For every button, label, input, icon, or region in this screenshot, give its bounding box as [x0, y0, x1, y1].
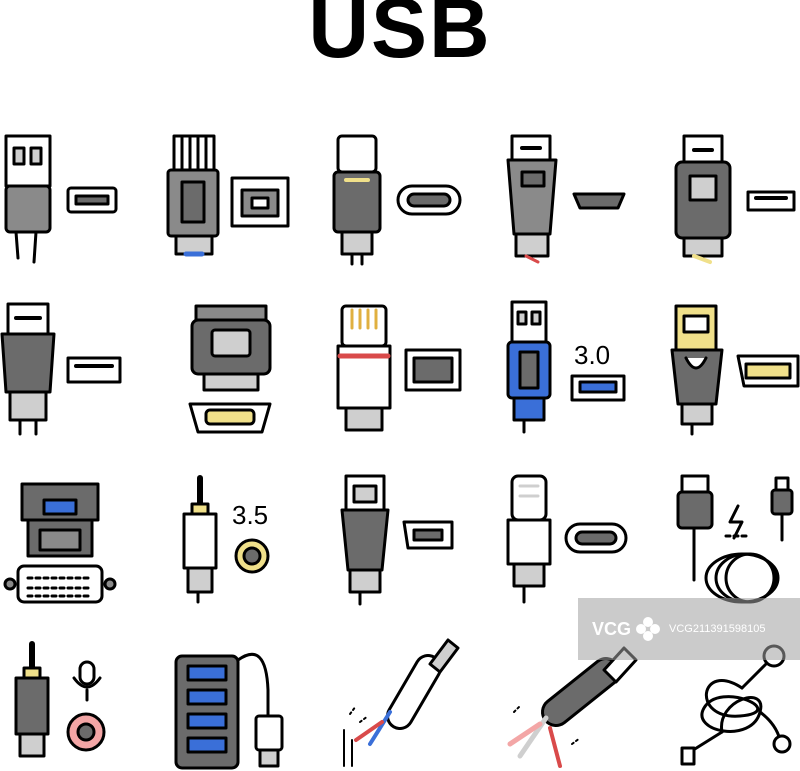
micro-usb-plug-icon — [674, 134, 796, 264]
usb3-micro-b-plug-icon — [188, 304, 272, 434]
broken-cable-icon — [343, 638, 460, 767]
usb-a-plug-icon — [4, 134, 118, 264]
microphone-jack-icon — [14, 641, 106, 758]
usb3-plug-icon: 3.0 — [506, 300, 626, 434]
coiled-charging-cable-icon — [676, 474, 794, 604]
lightning-plug-icon — [506, 474, 628, 604]
ethernet-rj45-plug-icon — [336, 304, 462, 432]
usb-c-plug-icon — [332, 134, 462, 266]
tangled-earphones-icon — [680, 644, 792, 766]
damaged-usb-cable-icon — [507, 646, 638, 768]
watermark: VCG VCG211391598105 — [578, 598, 800, 660]
jack-label: 3.5 — [232, 500, 268, 530]
watermark-id: VCG211391598105 — [669, 623, 766, 635]
hdmi-plug-icon — [0, 302, 122, 436]
usb-hub-icon — [174, 652, 284, 770]
watermark-logo: VCG — [592, 618, 632, 639]
mini-usb-plug-icon — [506, 134, 626, 264]
usb-b-plug-icon — [166, 134, 290, 257]
audio-jack-3-5-icon: 3.5 — [182, 475, 270, 604]
firewire-plug-icon — [340, 474, 454, 606]
usb3-label: 3.0 — [574, 340, 610, 370]
displayport-plug-icon — [670, 304, 800, 436]
page-title: USB — [308, 0, 492, 75]
watermark-flower-icon — [636, 617, 661, 641]
dvi-vga-connector-icon — [3, 482, 117, 604]
